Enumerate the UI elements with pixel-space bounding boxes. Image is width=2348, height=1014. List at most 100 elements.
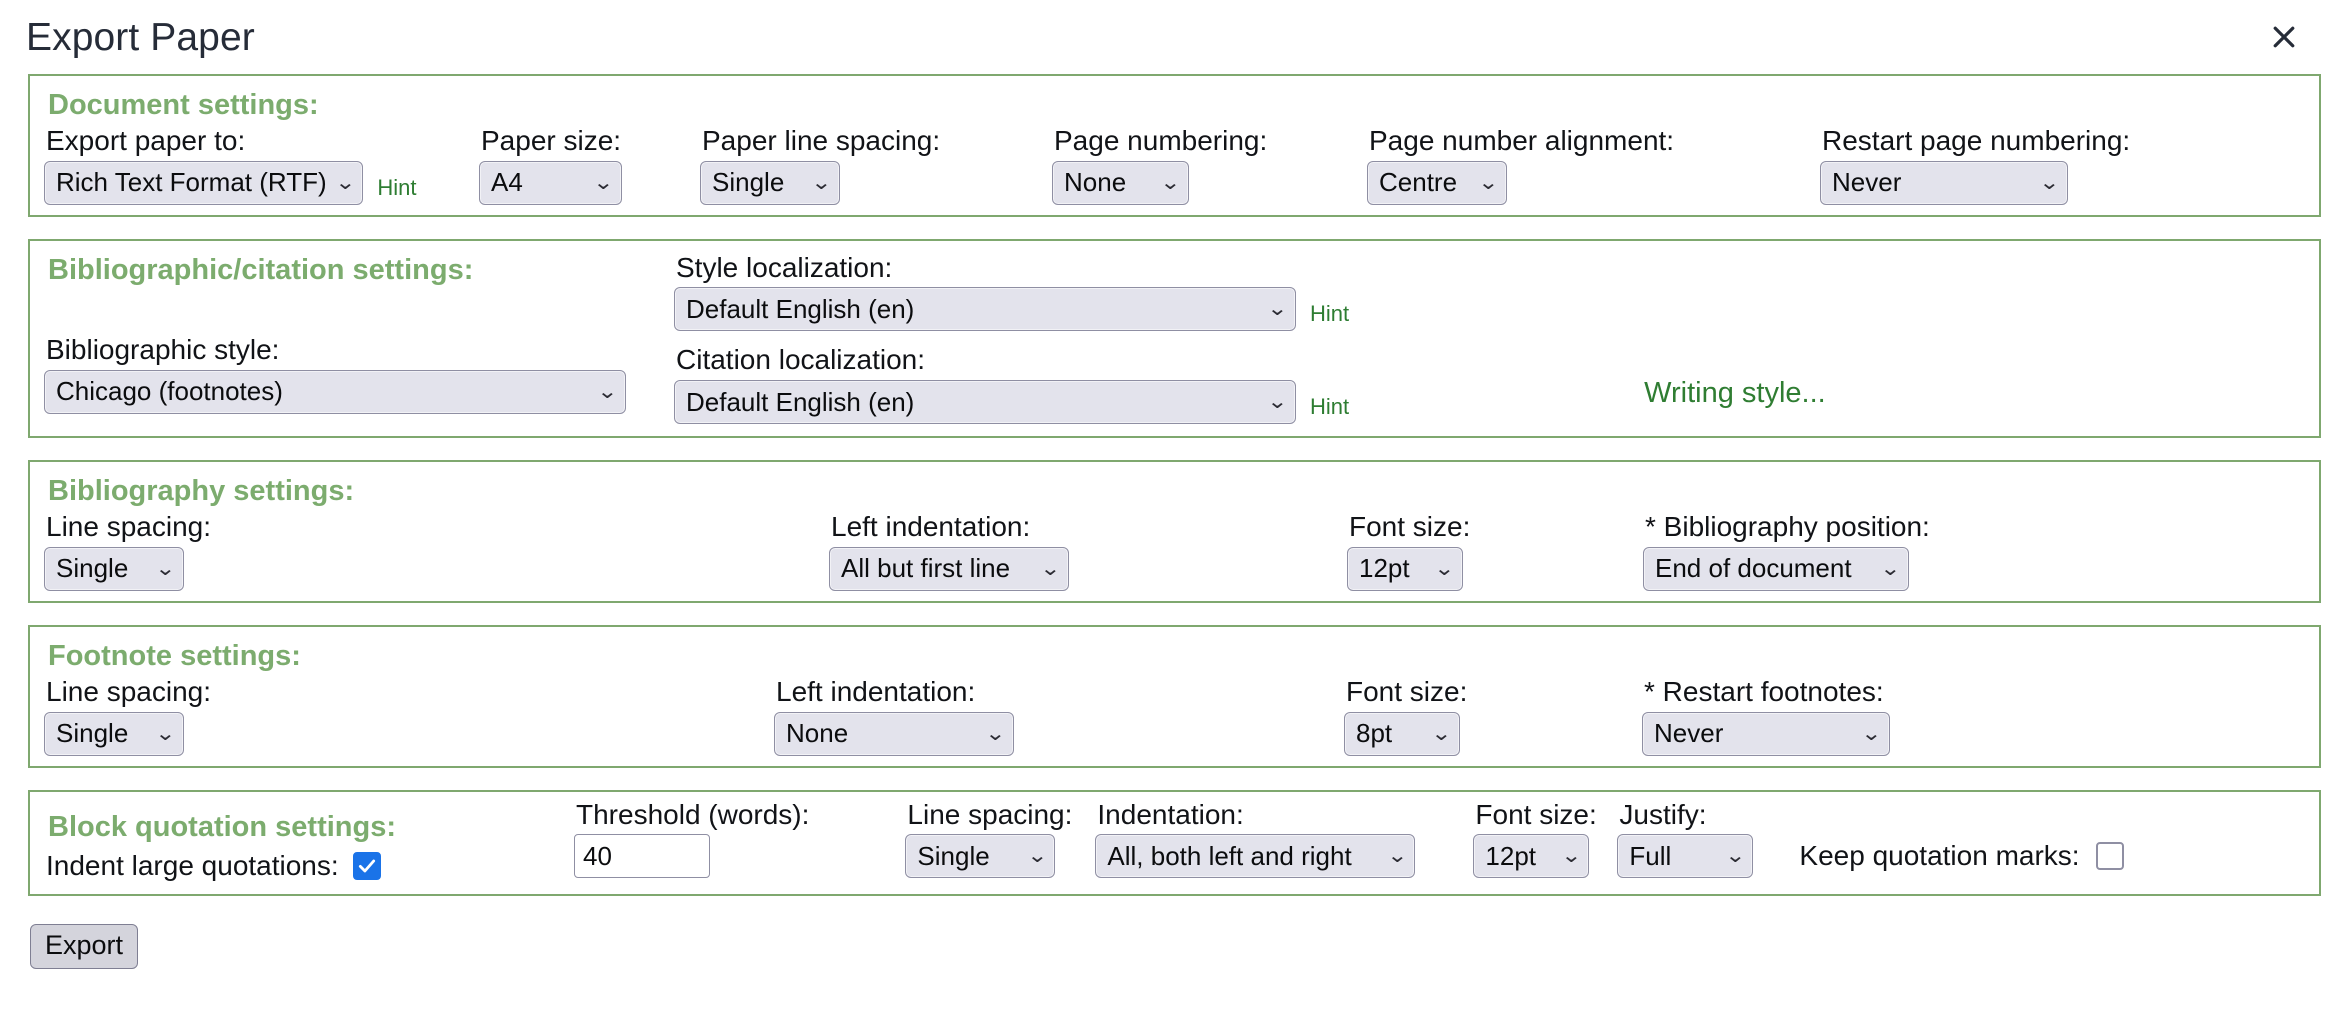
value-paper-line-spacing: Single	[712, 167, 785, 198]
select-blockquote-font-size[interactable]: 12pt ⌄	[1473, 834, 1590, 879]
label-bibliography-left-indentation: Left indentation:	[831, 511, 1031, 543]
label-page-numbering: Page numbering:	[1054, 125, 1268, 157]
select-restart-page-numbering[interactable]: Never ⌄	[1820, 160, 2068, 205]
label-blockquote-line-spacing: Line spacing:	[907, 798, 1073, 830]
bibliography-settings-row: Line spacing: Single ⌄ Left indentation:…	[44, 510, 2305, 591]
label-keep-quotation-marks: Keep quotation marks:	[1799, 840, 2080, 872]
section-blockquote-settings: Block quotation settings: Indent large q…	[28, 789, 2321, 897]
chevron-down-icon: ⌄	[1040, 557, 1062, 580]
field-bibliography-line-spacing: Line spacing: Single ⌄	[44, 510, 212, 591]
select-bibliography-left-indentation[interactable]: All but first line ⌄	[829, 546, 1069, 591]
label-restart-page-numbering: Restart page numbering:	[1822, 125, 2131, 157]
field-paper-size: Paper size: A4 ⌄	[479, 124, 622, 205]
chevron-down-icon: ⌄	[597, 380, 619, 403]
field-style-localization: Style localization: Default English (en)…	[674, 251, 1349, 332]
chevron-down-icon: ⌄	[334, 171, 356, 194]
label-footnote-font-size: Font size:	[1346, 676, 1468, 708]
select-footnote-line-spacing[interactable]: Single ⌄	[44, 711, 184, 756]
value-paper-size: A4	[491, 167, 523, 198]
value-blockquote-indentation: All, both left and right	[1107, 840, 1352, 871]
field-keep-quotation-marks: Keep quotation marks:	[1799, 840, 2124, 882]
checkbox-keep-quotation-marks[interactable]	[2095, 842, 2124, 871]
field-blockquote-justify: Justify: Full ⌄	[1617, 798, 1754, 883]
label-indent-large-quotations: Indent large quotations:	[46, 850, 339, 882]
label-blockquote-justify: Justify:	[1619, 798, 1707, 830]
label-footnote-line-spacing: Line spacing:	[46, 676, 212, 708]
bibliographic-settings-row: Bibliographic/citation settings: Bibliog…	[44, 247, 2305, 424]
section-title-bibliographic: Bibliographic/citation settings:	[48, 253, 474, 286]
select-blockquote-indentation[interactable]: All, both left and right ⌄	[1095, 834, 1416, 879]
value-bibliography-line-spacing: Single	[56, 553, 129, 584]
chevron-down-icon: ⌄	[1724, 845, 1746, 868]
checkbox-indent-large-quotations[interactable]	[352, 852, 381, 881]
section-title-bibliography: Bibliography settings:	[48, 475, 355, 507]
field-bibliography-left-indentation: Left indentation: All but first line ⌄	[829, 510, 1069, 591]
chevron-down-icon: ⌄	[985, 722, 1007, 745]
blockquote-settings-row: Block quotation settings: Indent large q…	[44, 798, 2305, 883]
bibliographic-middle-column: Style localization: Default English (en)…	[674, 251, 1349, 424]
field-blockquote-line-spacing: Line spacing: Single ⌄	[905, 798, 1073, 883]
page-title: Export Paper	[26, 15, 255, 59]
select-export-paper-to[interactable]: Rich Text Format (RTF) ⌄	[44, 160, 364, 205]
chevron-down-icon: ⌄	[1478, 171, 1500, 194]
select-blockquote-justify[interactable]: Full ⌄	[1617, 834, 1754, 879]
threshold-input[interactable]	[574, 834, 710, 879]
export-button[interactable]: Export	[30, 924, 139, 969]
field-page-number-alignment: Page number alignment: Centre ⌄	[1367, 124, 1675, 205]
chevron-down-icon: ⌄	[155, 722, 177, 745]
hint-link-style-localization[interactable]: Hint	[1310, 301, 1350, 327]
field-bibliography-font-size: Font size: 12pt ⌄	[1347, 510, 1470, 591]
chevron-down-icon: ⌄	[1026, 845, 1048, 868]
value-blockquote-justify: Full	[1629, 840, 1672, 871]
label-threshold-words: Threshold (words):	[576, 798, 810, 830]
field-page-numbering: Page numbering: None ⌄	[1052, 124, 1268, 205]
section-document-settings: Document settings: Export paper to: Rich…	[28, 74, 2321, 217]
field-bibliographic-style: Bibliographic style: Chicago (footnotes)…	[44, 333, 644, 414]
footnote-settings-row: Line spacing: Single ⌄ Left indentation:…	[44, 675, 2305, 756]
section-title-blockquote: Block quotation settings:	[48, 811, 396, 843]
value-footnote-left-indentation: None	[786, 718, 849, 749]
select-page-number-alignment[interactable]: Centre ⌄	[1367, 160, 1507, 205]
label-bibliography-position: * Bibliography position:	[1645, 511, 1930, 543]
label-bibliography-line-spacing: Line spacing:	[46, 511, 212, 543]
chevron-down-icon: ⌄	[1560, 845, 1582, 868]
document-settings-row: Export paper to: Rich Text Format (RTF) …	[44, 124, 2305, 205]
select-bibliographic-style[interactable]: Chicago (footnotes) ⌄	[44, 369, 626, 414]
value-bibliographic-style: Chicago (footnotes)	[56, 376, 283, 407]
select-paper-size[interactable]: A4 ⌄	[479, 160, 622, 205]
field-footnote-line-spacing: Line spacing: Single ⌄	[44, 675, 212, 756]
label-bibliographic-style: Bibliographic style:	[46, 334, 280, 366]
hint-link-citation-localization[interactable]: Hint	[1310, 394, 1350, 419]
label-citation-localization: Citation localization:	[676, 344, 926, 376]
select-footnote-left-indentation[interactable]: None ⌄	[774, 711, 1014, 756]
value-bibliography-font-size: 12pt	[1359, 553, 1410, 584]
select-page-numbering[interactable]: None ⌄	[1052, 160, 1189, 205]
field-paper-line-spacing: Paper line spacing: Single ⌄	[700, 124, 941, 205]
hint-link-export-paper-to[interactable]: Hint	[377, 174, 417, 200]
select-footnote-font-size[interactable]: 8pt ⌄	[1344, 711, 1460, 756]
value-blockquote-font-size: 12pt	[1485, 840, 1537, 871]
close-icon[interactable]	[2260, 13, 2308, 61]
select-bibliography-font-size[interactable]: 12pt ⌄	[1347, 546, 1463, 591]
section-title-document: Document settings:	[48, 89, 319, 121]
select-citation-localization[interactable]: Default English (en) ⌄	[674, 380, 1296, 424]
select-blockquote-line-spacing[interactable]: Single ⌄	[905, 834, 1056, 879]
select-bibliography-line-spacing[interactable]: Single ⌄	[44, 546, 184, 591]
section-bibliography-settings: Bibliography settings: Line spacing: Sin…	[28, 460, 2321, 603]
label-paper-line-spacing: Paper line spacing:	[702, 125, 941, 157]
select-restart-footnotes[interactable]: Never ⌄	[1642, 711, 1890, 756]
dialog-footer: Export	[0, 918, 2348, 969]
label-page-number-alignment: Page number alignment:	[1369, 125, 1675, 157]
value-page-number-alignment: Centre	[1379, 167, 1458, 198]
value-footnote-line-spacing: Single	[56, 718, 129, 749]
field-export-paper-to: Export paper to: Rich Text Format (RTF) …	[44, 124, 417, 205]
select-bibliography-position[interactable]: End of document ⌄	[1643, 546, 1909, 591]
writing-style-link[interactable]: Writing style...	[1644, 376, 1826, 409]
value-page-numbering: None	[1064, 167, 1127, 198]
field-citation-localization: Citation localization: Default English (…	[674, 343, 1349, 424]
section-bibliographic-settings: Bibliographic/citation settings: Bibliog…	[28, 238, 2321, 438]
select-paper-line-spacing[interactable]: Single ⌄	[700, 160, 840, 205]
select-style-localization[interactable]: Default English (en) ⌄	[674, 287, 1296, 332]
label-footnote-left-indentation: Left indentation:	[776, 676, 976, 708]
